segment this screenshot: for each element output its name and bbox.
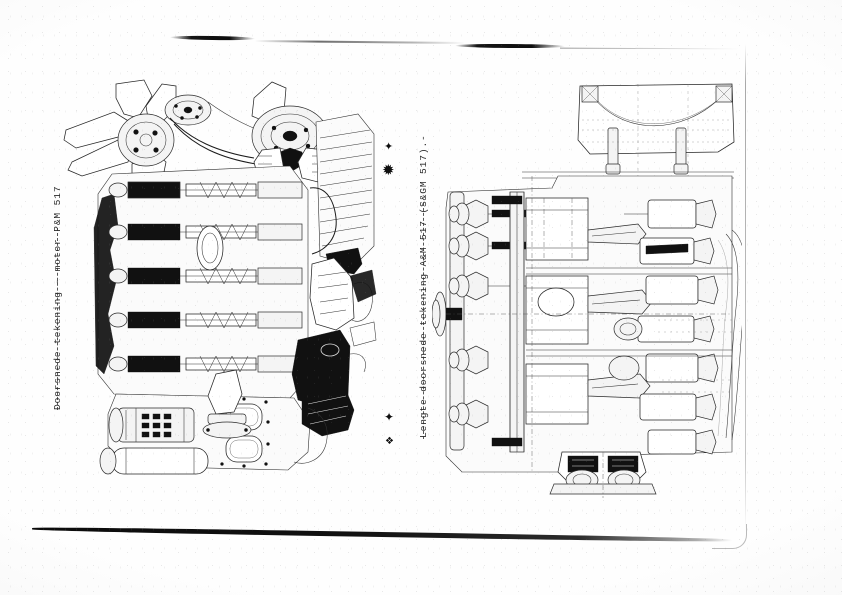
left-caption-rule xyxy=(57,228,58,410)
section-arrow-bottom-2: ❖ xyxy=(385,436,394,447)
scan-edge-top-mid xyxy=(254,39,466,45)
section-arrow-bottom-1: ✦ xyxy=(384,410,395,424)
scan-edge-bottom xyxy=(32,526,732,543)
scan-edge-top-left xyxy=(169,35,256,41)
longitudinal-section-caption: Lengte doorsnede tekening A&M 517 (S&GM … xyxy=(418,134,429,438)
right-caption-rule xyxy=(423,203,424,439)
scan-edge-top-right xyxy=(454,43,566,49)
cross-section-caption: Doorsnede tekening - motor P&M 517 xyxy=(52,185,63,410)
page-border-right xyxy=(745,44,746,531)
longitudinal-section-engine-drawing xyxy=(432,80,742,500)
page-corner-bottom-right xyxy=(712,524,747,549)
cross-section-engine-drawing xyxy=(58,78,378,478)
section-arrow-top-2: ✹ xyxy=(382,161,395,179)
scan-edge-top-far xyxy=(559,47,741,50)
section-arrow-top-1: ✦ xyxy=(384,140,394,153)
